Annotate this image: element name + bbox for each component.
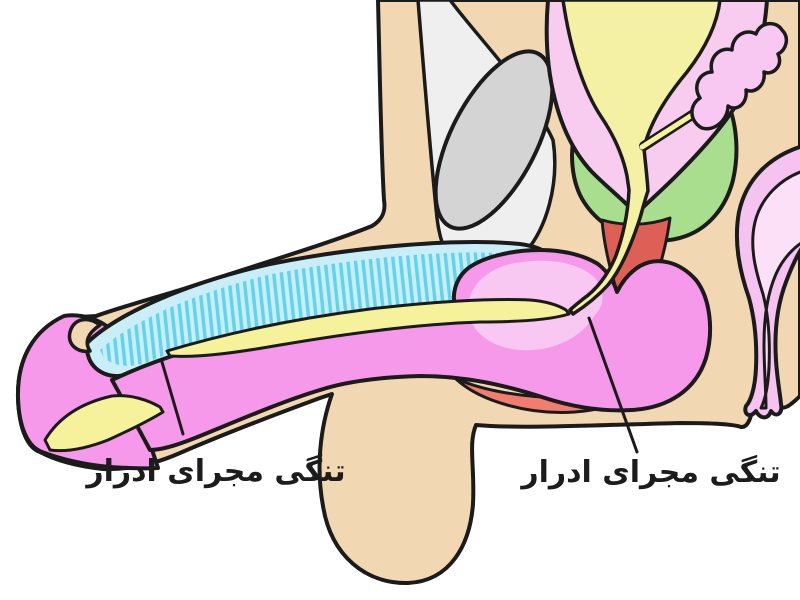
bladder-interior-and-urethra [561,0,722,316]
navicular-fossa-urethra [43,394,165,453]
label-left-urethral-stricture: تنگی مجرای ادرار [84,453,345,489]
penile-urethra [165,297,571,358]
seminal-vesicle [690,21,789,131]
leader-line-left [160,360,185,436]
foreskin-fold [67,317,102,354]
pubic-bone [433,49,555,231]
rectum-lumen anal-canal [751,170,800,410]
label-right-urethral-stricture: تنگی مجرای ادرار [519,454,780,490]
leader-line-right [587,316,639,454]
